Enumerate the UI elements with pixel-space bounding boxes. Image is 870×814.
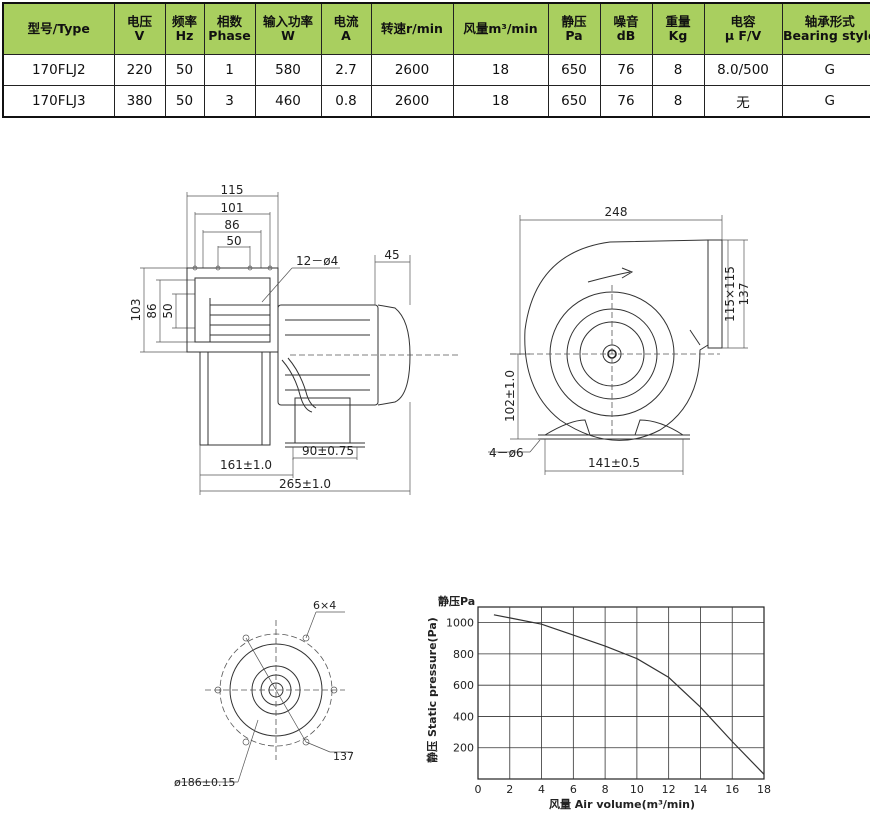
cell: 580 (254, 54, 322, 86)
dim-115x115: 115×115 (723, 266, 737, 322)
cell: 1 (203, 54, 256, 86)
chart-x-tick: 10 (630, 783, 644, 796)
dim-6x4: 6×4 (313, 599, 336, 612)
col-airflow: 风量m³/min (452, 2, 549, 55)
chart-y-tick: 1000 (446, 617, 474, 630)
cell: G (781, 54, 870, 86)
chart-y-tick: 400 (453, 710, 474, 723)
cell: 650 (547, 54, 601, 86)
chart-xlabel: 风量 Air volume(m³/min) (549, 797, 695, 811)
cell: 2600 (370, 85, 454, 118)
table-row: 170FLJ3 380 50 3 460 0.8 2600 18 650 76 … (2, 85, 870, 118)
chart-x-tick: 2 (506, 783, 513, 796)
cell: 18 (452, 85, 549, 118)
cell: 3 (203, 85, 256, 118)
dim-86: 86 (224, 218, 239, 232)
cell: 220 (113, 54, 166, 86)
dim-137: 137 (737, 283, 751, 306)
cell: 170FLJ3 (2, 85, 115, 118)
pressure-airflow-chart: 0 2 4 6 8 10 12 14 16 18 200 400 600 800 1000 (446, 606, 771, 796)
chart-x-tick: 4 (538, 783, 545, 796)
front-view-drawing (488, 215, 748, 475)
dim-45: 45 (384, 248, 399, 262)
cell: 50 (164, 54, 205, 86)
chart-series-line (493, 614, 765, 775)
dim-137-flange: 137 (333, 750, 354, 763)
dim-h86: 86 (145, 303, 159, 318)
cell: G (781, 85, 870, 118)
chart-frame (477, 606, 765, 780)
chart-x-tick: 0 (475, 783, 482, 796)
chart-grid (477, 606, 765, 780)
chart-y-tick: 200 (453, 742, 474, 755)
cell: 460 (254, 85, 322, 118)
chart-x-tick: 6 (570, 783, 577, 796)
chart-x-tick: 18 (757, 783, 771, 796)
chart-y-tick: 800 (453, 648, 474, 661)
dim-102: 102±1.0 (503, 370, 517, 422)
table-row: 170FLJ2 220 50 1 580 2.7 2600 18 650 76 … (2, 54, 870, 86)
dim-h103: 103 (129, 299, 143, 322)
chart-x-tick: 8 (602, 783, 609, 796)
dim-holes-12: 12－ø4 (296, 254, 338, 268)
flange-view-drawing (175, 611, 352, 783)
cell: 2600 (370, 54, 454, 86)
cell: 380 (113, 85, 166, 118)
chart-x-tick: 12 (662, 783, 676, 796)
col-speed: 转速r/min (370, 2, 454, 55)
chart-tick-labels: 0 2 4 6 8 10 12 14 16 18 200 400 600 800 1000 (446, 617, 771, 796)
chart-x-tick: 16 (725, 783, 739, 796)
chart-x-tick: 14 (693, 783, 707, 796)
dim-115: 115 (221, 183, 244, 197)
cell: 76 (599, 54, 653, 86)
cell: 0.8 (320, 85, 372, 118)
col-type: 型号/Type (2, 2, 115, 55)
dim-186: ø186±0.15 (174, 776, 235, 789)
cell: 2.7 (320, 54, 372, 86)
dim-161: 161±1.0 (220, 458, 272, 472)
dim-50: 50 (226, 234, 241, 248)
cell: 无 (703, 85, 783, 118)
dim-248: 248 (605, 205, 628, 219)
chart-y-tick: 600 (453, 679, 474, 692)
dim-holes-4: 4－ø6 (489, 446, 524, 460)
dim-90: 90±0.75 (302, 444, 354, 458)
dim-265: 265±1.0 (279, 477, 331, 491)
side-view-drawing (140, 192, 460, 495)
cell: 76 (599, 85, 653, 118)
chart-ylabel: 静压 Static pressure(Pa) (425, 617, 439, 763)
cell: 8.0/500 (703, 54, 783, 86)
cell: 18 (452, 54, 549, 86)
cell: 50 (164, 85, 205, 118)
chart-title: 静压Pa (438, 594, 475, 608)
dim-141: 141±0.5 (588, 456, 640, 470)
cell: 650 (547, 85, 601, 118)
cell: 170FLJ2 (2, 54, 115, 86)
dim-h50: 50 (161, 303, 175, 318)
dim-101: 101 (221, 201, 244, 215)
